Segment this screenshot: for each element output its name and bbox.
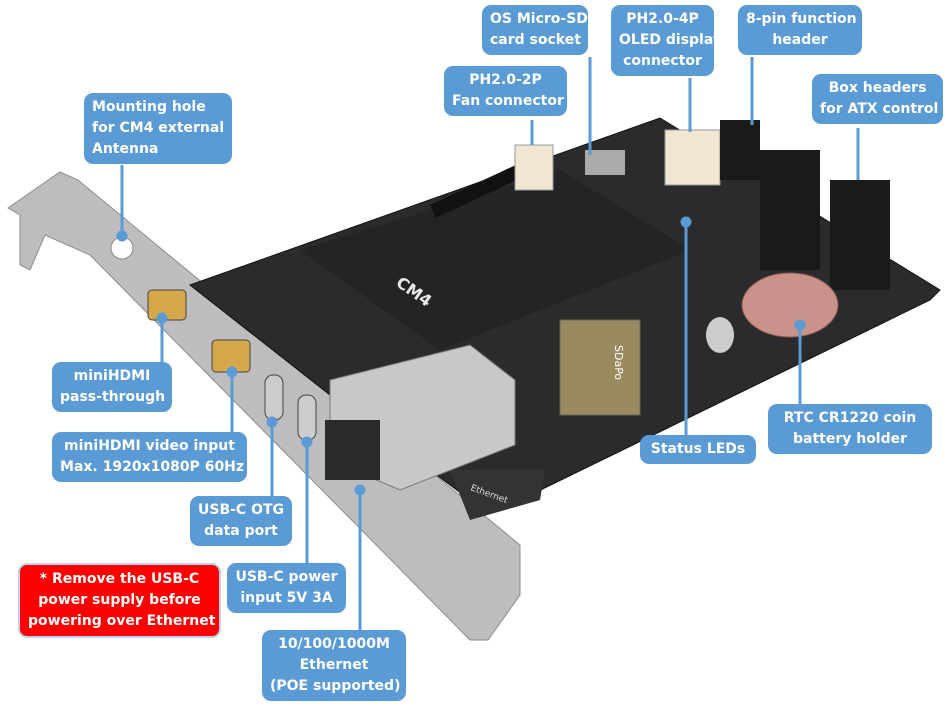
atx-box-header-2 (830, 180, 890, 290)
pci-bracket (7, 171, 521, 641)
silk-brand: SDaPo (612, 345, 625, 380)
ethernet-tab (450, 470, 545, 520)
callout-line: miniHDMI video input (64, 438, 235, 454)
callout-line: battery holder (792, 431, 908, 447)
callout-line: (POE supported) (270, 678, 401, 694)
callout-function-header: 8-pin function header (738, 5, 862, 55)
callout-fan-connector: PH2.0-2P Fan connector (444, 66, 567, 116)
callout-oled-connector: PH2.0-4P OLED display connector (611, 5, 722, 76)
callout-usbc-otg: USB-C OTG data port (190, 496, 292, 546)
leader-lines (116, 57, 860, 630)
callout-line: power supply before (38, 592, 201, 608)
callout-line: miniHDMI (73, 368, 151, 384)
callout-line: Box headers (828, 80, 927, 96)
function-header (720, 120, 760, 180)
callout-line: OLED display (619, 32, 722, 48)
warning-note: * Remove the USB-C power supply before pow… (18, 563, 221, 638)
oled-connector (664, 129, 721, 186)
callout-line: connector (623, 53, 702, 69)
rtc-battery-holder (741, 272, 839, 338)
rj45-jack (325, 420, 380, 480)
callout-line: powering over Ethernet (28, 613, 216, 629)
callout-atx-headers: Box headers for ATX control (812, 74, 943, 124)
callout-line: header (772, 32, 828, 48)
minihdmi-pass-port (147, 289, 187, 321)
callout-line: card socket (490, 32, 581, 48)
callout-rtc-holder: RTC CR1220 coin battery holder (768, 404, 932, 454)
callout-line: USB-C power (235, 569, 338, 585)
fan-connector (514, 144, 554, 191)
poe-transformer (559, 319, 641, 416)
callout-line: pass-through (60, 389, 166, 405)
callout-line: 8-pin function (746, 11, 857, 27)
callout-line: RTC CR1220 coin (783, 410, 917, 426)
callout-line: Fan connector (452, 93, 564, 109)
callout-ethernet: 10/100/1000M Ethernet (POE supported) (262, 630, 406, 701)
callout-line: Mounting hole (92, 99, 206, 115)
callout-line: for ATX control (820, 101, 939, 117)
callout-line: input 5V 3A (240, 590, 333, 606)
callout-line: OS Micro-SD (490, 11, 588, 27)
callout-status-leds: Status LEDs (640, 435, 756, 464)
usbc-power-port (297, 394, 317, 441)
callout-line: for CM4 external (92, 120, 225, 136)
sd-socket (585, 150, 625, 175)
callout-line: Antenna (92, 141, 159, 157)
atx-box-header-1 (760, 150, 820, 270)
callout-line: Max. 1920x1080P 60Hz (60, 459, 245, 475)
callout-line: PH2.0-2P (469, 72, 542, 88)
callout-line: data port (204, 523, 278, 539)
usbc-otg-port (264, 374, 284, 421)
cm4-area (300, 170, 690, 350)
callout-line: Ethernet (299, 657, 369, 673)
capacitor (706, 317, 734, 353)
callout-minihdmi-pass: miniHDMI pass-through (52, 362, 172, 412)
callout-usbc-power: USB-C power input 5V 3A (227, 563, 346, 613)
callout-sd-socket: OS Micro-SD card socket (482, 5, 588, 55)
callout-line: USB-C OTG (198, 502, 285, 518)
callout-line: 10/100/1000M (278, 636, 390, 652)
callout-line: PH2.0-4P (626, 11, 699, 27)
callout-line: * Remove the USB-C (39, 571, 200, 587)
callout-line: Status LEDs (650, 441, 746, 457)
